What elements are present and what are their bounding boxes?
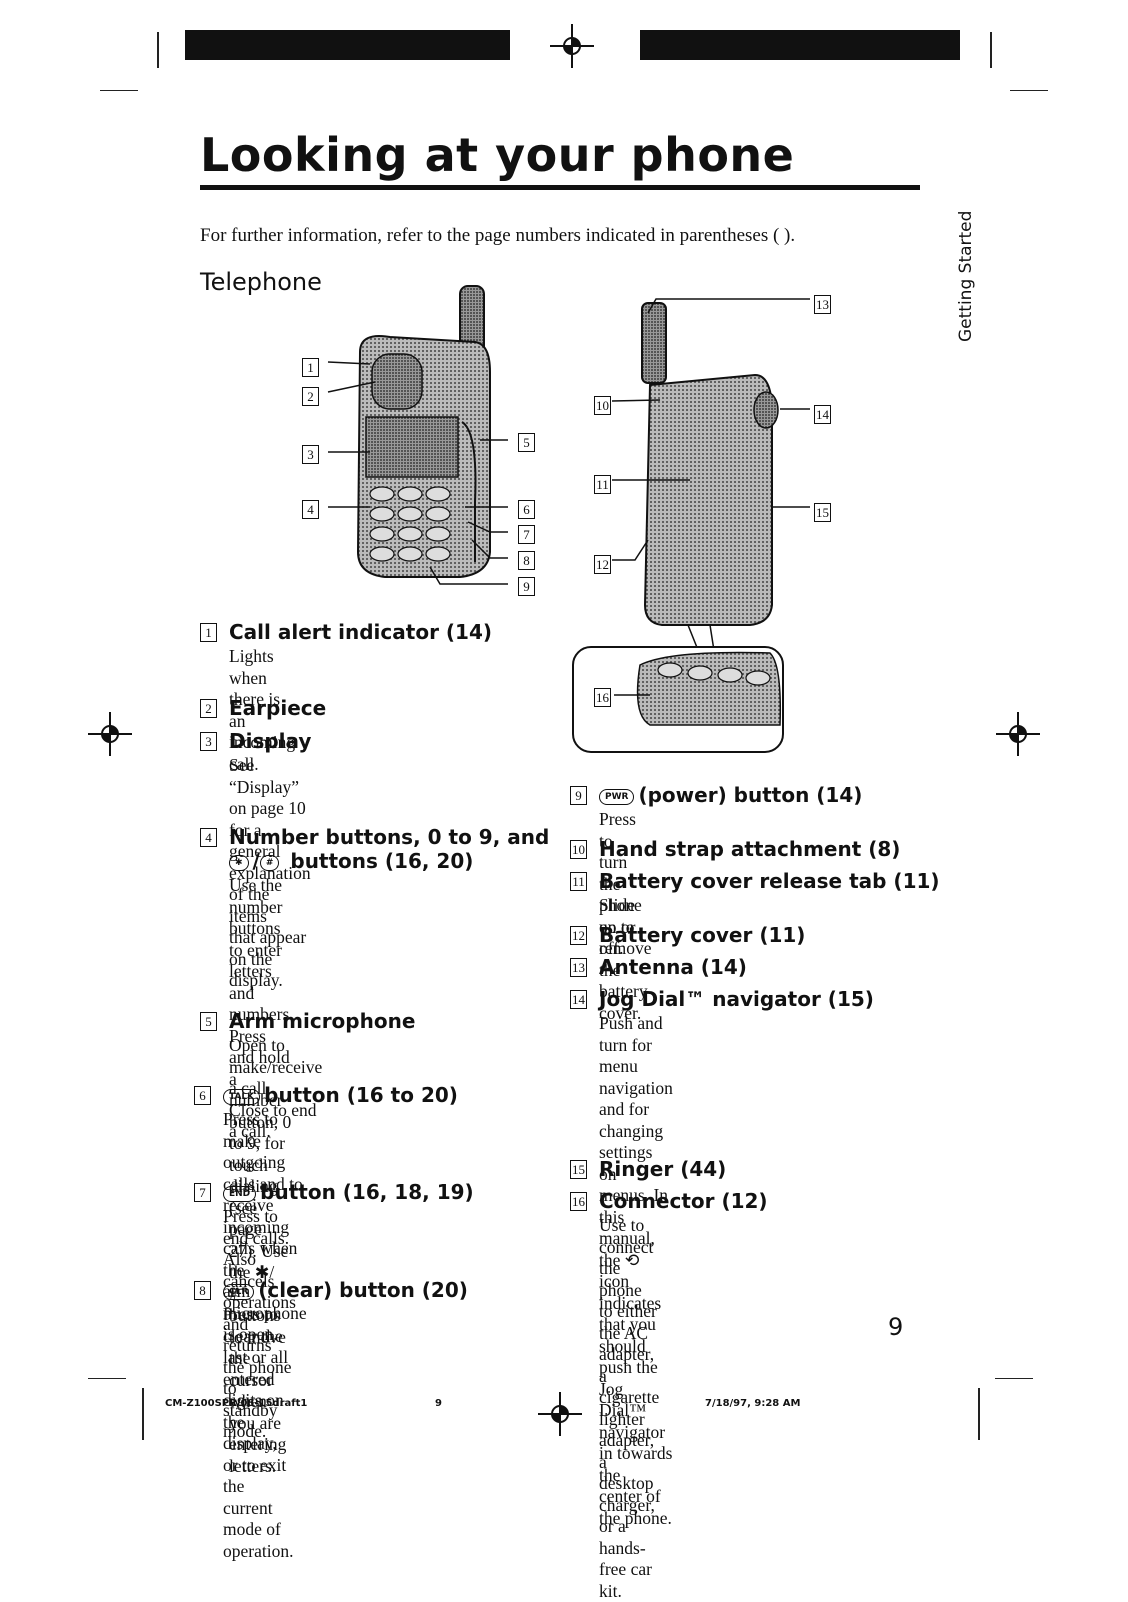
item-heading-line2: ✱/# buttons (16, 20): [229, 849, 473, 873]
item-heading: Arm microphone: [229, 1009, 416, 1033]
clear-button-icon: CLR: [223, 1283, 255, 1300]
item-heading: Number buttons, 0 to 9, and: [229, 825, 550, 849]
item-description: Press to end calls. Also cancels operati…: [223, 1206, 296, 1441]
item-heading: Call alert indicator (14): [229, 620, 493, 644]
item-heading: Display: [229, 729, 312, 753]
item-heading: Earpiece: [229, 696, 327, 720]
star-key-icon: ✱: [229, 854, 249, 871]
item-description: Lights when there is an incoming call.: [229, 646, 296, 774]
end-button-icon: END: [223, 1185, 257, 1202]
crop-mark: [990, 32, 992, 68]
item-description: Open to make/receive a call. Close to en…: [229, 1035, 323, 1141]
item-heading: Battery cover release tab (11): [599, 869, 940, 893]
footer-file-name: CM-Z100SPR/08-15draft1: [165, 1398, 308, 1409]
item-heading: Antenna (14): [599, 955, 747, 979]
item-description: Press to clear the last or all entered d…: [223, 1304, 294, 1561]
crop-mark: [995, 1378, 1033, 1379]
power-button-icon: PWR: [599, 788, 635, 805]
item-description: Use to connect the phone to either the A…: [599, 1215, 660, 1601]
section-heading: Telephone: [200, 268, 322, 296]
item-description: Press to turn the phone on or off.: [599, 809, 642, 958]
registration-crosshair-icon: [550, 24, 594, 68]
page-title: Looking at your phone: [200, 128, 795, 182]
crop-mark: [1010, 90, 1048, 91]
phone-back-illustration: [572, 298, 810, 753]
intro-text: For further information, refer to the pa…: [200, 225, 796, 246]
item-description: Slide up to remove the battery cover.: [599, 895, 652, 1023]
footer-page: 9: [435, 1398, 442, 1409]
item-heading: (power) button (14): [638, 783, 863, 807]
item-heading: Jog Dial™ navigator (15): [599, 987, 874, 1011]
crop-mark: [157, 32, 159, 68]
talk-button-icon: TALK: [223, 1088, 261, 1105]
phone-front-illustration: [327, 285, 508, 585]
registration-crosshair-icon: [538, 1392, 582, 1436]
crop-mark: [100, 90, 138, 91]
item-heading: button (16 to 20): [264, 1083, 458, 1107]
side-tab: Getting Started: [930, 211, 976, 352]
item-description: Use the number buttons to enter letters …: [229, 875, 294, 1476]
pound-key-icon: #: [259, 854, 280, 871]
item-heading: button (16, 18, 19): [260, 1180, 474, 1204]
crop-mark: [142, 1388, 144, 1440]
item-heading: Battery cover (11): [599, 923, 806, 947]
registration-crosshair-icon: [88, 712, 132, 756]
item-description: Push and turn for menu navigation and fo…: [599, 1013, 673, 1528]
registration-bar-left: [185, 30, 510, 60]
crop-mark: [88, 1378, 126, 1379]
footer-timestamp: 7/18/97, 9:28 AM: [705, 1398, 801, 1409]
item-heading: Ringer (44): [599, 1157, 727, 1181]
item-heading: Hand strap attachment (8): [599, 837, 901, 861]
registration-bar-right: [640, 30, 960, 60]
item-heading: (clear) button (20): [258, 1278, 468, 1302]
crop-mark: [978, 1388, 980, 1440]
item-description: Press to make outgoing calls and to rece…: [223, 1109, 307, 1344]
page-number: 9: [888, 1313, 904, 1341]
item-heading: Connector (12): [599, 1189, 768, 1213]
registration-crosshair-icon: [996, 712, 1040, 756]
title-rule: [200, 185, 920, 190]
side-tab-label: Getting Started: [956, 210, 976, 342]
